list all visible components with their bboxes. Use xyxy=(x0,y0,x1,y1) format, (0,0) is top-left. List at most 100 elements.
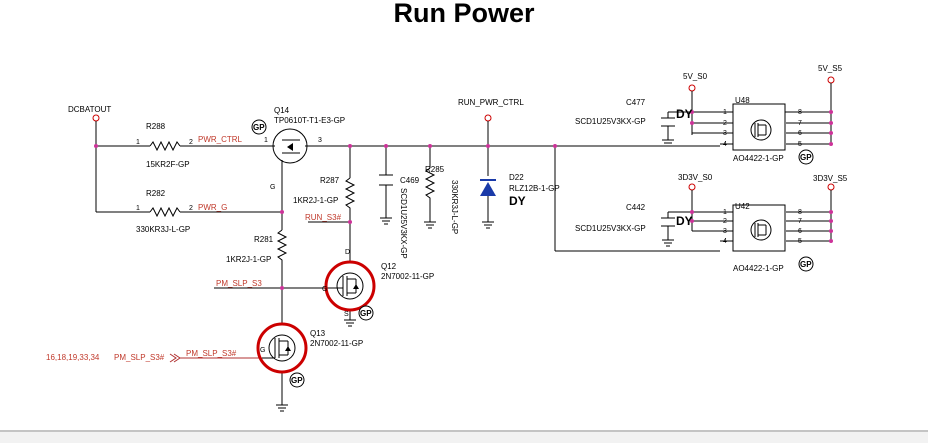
svg-text:1: 1 xyxy=(136,205,140,212)
net-pm-slp-s3-n: PM_SLP_S3# xyxy=(186,349,237,358)
svg-text:1: 1 xyxy=(136,139,140,146)
svg-text:7: 7 xyxy=(798,120,802,127)
ic-u48: 1 2 3 4 8 7 6 5 U48 AO4422-1-GP xyxy=(720,96,802,163)
svg-text:GP: GP xyxy=(800,260,812,269)
resistor-r285: R285 330KR3J-L-GP xyxy=(424,165,459,234)
svg-text:1: 1 xyxy=(723,109,727,116)
port-5v-s5-label: 5V_S5 xyxy=(818,64,843,73)
net-run-s3: RUN_S3# xyxy=(305,213,342,222)
r288-ref: R288 xyxy=(146,122,166,131)
r282-value: 330KR3J-L-GP xyxy=(136,225,190,234)
q12-ref: Q12 xyxy=(381,262,397,271)
port-dcbatout-label: DCBATOUT xyxy=(68,105,111,114)
resistor-r282: 1 2 R282 330KR3J-L-GP xyxy=(136,189,193,234)
svg-text:3: 3 xyxy=(723,228,727,235)
svg-text:5: 5 xyxy=(798,238,802,245)
svg-text:2: 2 xyxy=(189,139,193,146)
c477-ref: C477 xyxy=(626,98,646,107)
transistor-q14: 1 3 G Q14 TP0610T-T1-E3-GP xyxy=(262,106,345,191)
u48-ref: U48 xyxy=(735,96,750,105)
port-run-pwr-ctrl-label: RUN_PWR_CTRL xyxy=(458,98,524,107)
svg-text:2: 2 xyxy=(189,205,193,212)
resistor-r287: R287 1KR2J-1-GP xyxy=(293,176,356,215)
q12-value: 2N7002-11-GP xyxy=(381,272,434,281)
gp-badge-u42: GP xyxy=(798,256,814,272)
c442-ref: C442 xyxy=(626,203,646,212)
junction-dots xyxy=(94,110,833,290)
c442-dy-marker: DY xyxy=(676,214,693,228)
resistor-r288: 1 2 R288 15KR2F-GP xyxy=(136,122,193,169)
wire-network xyxy=(96,83,832,405)
capacitor-c469: C469 SCD1U25V3KX-GP xyxy=(379,174,420,259)
svg-text:D: D xyxy=(345,249,350,256)
svg-text:G: G xyxy=(270,184,275,191)
net-pm-slp-s3-n-offpage: PM_SLP_S3# xyxy=(114,353,165,362)
gp-badge-u48: GP xyxy=(798,149,814,165)
svg-text:7: 7 xyxy=(798,218,802,225)
gp-badge-q14: GP xyxy=(251,119,267,135)
page-title: Run Power xyxy=(393,0,535,28)
port-3d3v-s0-label: 3D3V_S0 xyxy=(678,173,713,182)
port-5v-s5: 5V_S5 xyxy=(818,64,843,84)
net-pm-slp-s3: PM_SLP_S3 xyxy=(216,279,262,288)
bottom-frame xyxy=(0,430,928,443)
q13-ref: Q13 xyxy=(310,329,326,338)
svg-text:GP: GP xyxy=(291,376,303,385)
r287-value: 1KR2J-1-GP xyxy=(293,196,338,205)
svg-text:GP: GP xyxy=(360,309,372,318)
port-3d3v-s5-label: 3D3V_S5 xyxy=(813,174,848,183)
r281-ref: R281 xyxy=(254,235,274,244)
svg-text:6: 6 xyxy=(798,130,802,137)
svg-text:3: 3 xyxy=(318,137,322,144)
svg-text:8: 8 xyxy=(798,109,802,116)
capacitor-c477: C477 SCD1U25V3KX-GP DY xyxy=(575,98,693,127)
port-5v-s0: 5V_S0 xyxy=(683,72,708,92)
c477-value: SCD1U25V3KX-GP xyxy=(575,117,646,126)
gp-badge-q12: GP xyxy=(358,305,374,321)
port-3d3v-s0: 3D3V_S0 xyxy=(678,173,713,191)
transistor-q13: G Q13 2N7002-11-GP xyxy=(256,322,363,374)
svg-text:4: 4 xyxy=(723,238,727,245)
resistor-r281: R281 1KR2J-1-GP xyxy=(226,229,288,270)
c469-value: SCD1U25V3KX-GP xyxy=(399,188,408,259)
svg-text:1: 1 xyxy=(264,137,268,144)
gp-badge-q13: GP xyxy=(289,372,305,388)
u48-value: AO4422-1-GP xyxy=(733,154,784,163)
svg-text:3: 3 xyxy=(723,130,727,137)
svg-text:G: G xyxy=(322,286,327,293)
r285-ref: R285 xyxy=(425,165,445,174)
r282-ref: R282 xyxy=(146,189,166,198)
port-dcbatout: DCBATOUT xyxy=(68,105,111,212)
svg-text:5: 5 xyxy=(798,141,802,148)
d22-ref: D22 xyxy=(509,173,524,182)
port-run-pwr-ctrl: RUN_PWR_CTRL xyxy=(458,98,524,146)
diode-d22: D22 RLZ12B-1-GP DY xyxy=(480,173,560,208)
r288-value: 15KR2F-GP xyxy=(146,160,190,169)
d22-dy-marker: DY xyxy=(509,194,526,208)
u42-ref: U42 xyxy=(735,202,750,211)
u42-value: AO4422-1-GP xyxy=(733,264,784,273)
port-5v-s0-label: 5V_S0 xyxy=(683,72,708,81)
svg-text:6: 6 xyxy=(798,228,802,235)
gp-badges: GP GP GP GP GP xyxy=(251,119,814,388)
net-labels: PWR_CTRL PWR_G RUN_S3# PM_SLP_S3 PM_SLP_… xyxy=(46,135,342,363)
svg-text:1: 1 xyxy=(723,209,727,216)
net-page-refs: 16,18,19,33,34 xyxy=(46,353,100,362)
r287-ref: R287 xyxy=(320,176,340,185)
transistor-q12: G D S Q12 2N7002-11-GP xyxy=(322,249,434,318)
svg-text:G: G xyxy=(260,347,265,354)
svg-text:4: 4 xyxy=(723,141,727,148)
c442-value: SCD1U25V3KX-GP xyxy=(575,224,646,233)
q14-value: TP0610T-T1-E3-GP xyxy=(274,116,345,125)
net-pwr-ctrl: PWR_CTRL xyxy=(198,135,243,144)
ic-u42: 1 2 3 4 8 7 6 5 U42 AO4422-1-GP xyxy=(720,202,802,273)
svg-text:GP: GP xyxy=(253,123,265,132)
net-pwr-g: PWR_G xyxy=(198,203,227,212)
svg-text:S: S xyxy=(344,311,349,318)
r285-value: 330KR3J-L-GP xyxy=(450,180,459,234)
q13-value: 2N7002-11-GP xyxy=(310,339,363,348)
capacitor-c442: C442 SCD1U25V3KX-GP DY xyxy=(575,203,693,233)
c477-dy-marker: DY xyxy=(676,107,693,121)
q14-ref: Q14 xyxy=(274,106,290,115)
